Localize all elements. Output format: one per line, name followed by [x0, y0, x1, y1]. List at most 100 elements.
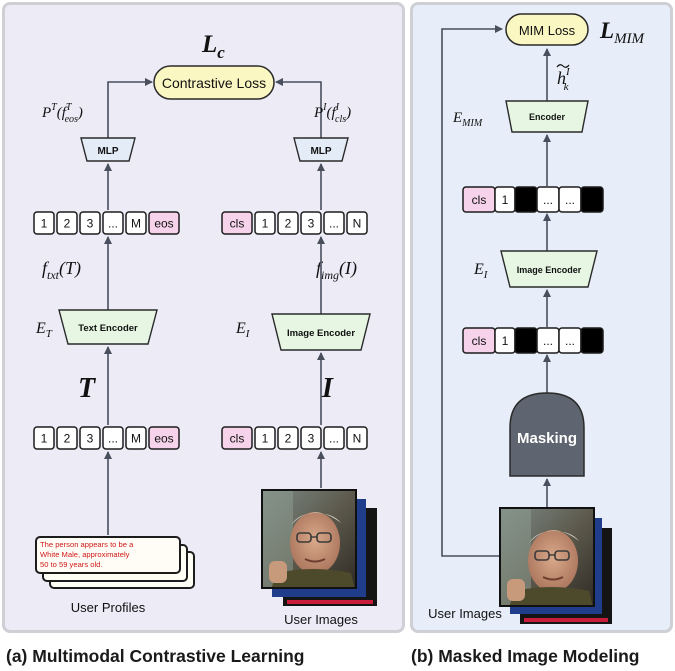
token-cell	[33, 426, 55, 450]
contrastive-loss-box	[153, 65, 275, 100]
user-image-stack-b	[499, 507, 612, 624]
t-symbol: T	[78, 373, 97, 404]
image-token-row-bottom: cls 1 2 3... N	[221, 426, 368, 450]
token-label: 2	[285, 217, 292, 231]
user-images-a-label: User Images	[284, 612, 358, 627]
token-cell	[300, 211, 322, 235]
user-image-stack-a	[261, 489, 377, 606]
user-images-b-label: User Images	[428, 606, 502, 621]
token-cell	[300, 426, 322, 450]
token-cell	[323, 426, 345, 450]
mim-loss-box	[505, 13, 589, 46]
token-cell	[346, 426, 368, 450]
token-label: M	[131, 432, 141, 446]
token-label: ...	[565, 334, 575, 348]
e-mim-label: EMIM	[452, 110, 483, 129]
token-label: ...	[108, 432, 118, 446]
token-label: 1	[502, 334, 509, 348]
mlp-text-label: MLP	[97, 146, 118, 157]
token-cell	[33, 211, 55, 235]
token-label: 3	[87, 217, 94, 231]
token-label: N	[353, 432, 362, 446]
token-label: 3	[308, 217, 315, 231]
caption-a: (a) Multimodal Contrastive Learning	[6, 646, 305, 666]
masked-token-row-bottom: cls 1......	[462, 327, 604, 354]
mim-encoder-label: Encoder	[529, 112, 566, 122]
masking-block	[509, 392, 585, 477]
tilde-mark	[556, 64, 570, 68]
token-label: cls	[472, 334, 487, 348]
token-cell	[56, 211, 78, 235]
token-label: 1	[262, 217, 269, 231]
masked-token-cell	[580, 186, 604, 213]
token-cell	[79, 211, 101, 235]
token-cell	[56, 426, 78, 450]
arrow-images-to-mim-loss	[441, 25, 545, 557]
mlp-text-box	[80, 137, 136, 162]
loss-mim-label: LMIM	[599, 18, 646, 47]
user-photo-b	[500, 508, 594, 608]
token-label: 3	[308, 432, 315, 446]
user-photo-a	[262, 490, 356, 590]
profile-text: The person appears to be a White Male, a…	[40, 540, 135, 569]
contrastive-loss-label: Contrastive Loss	[162, 75, 266, 91]
token-label: ...	[543, 193, 553, 207]
user-profile-cards: The person appears to be a White Male, a…	[35, 536, 195, 589]
token-cell	[221, 426, 253, 450]
token-label: ...	[543, 334, 553, 348]
token-cell	[148, 211, 180, 235]
token-label: ...	[108, 217, 118, 231]
token-label: eos	[154, 217, 173, 231]
token-label: 1	[41, 432, 48, 446]
e-i-b-label: EI	[473, 261, 489, 281]
token-label: 1	[502, 193, 509, 207]
token-cell	[102, 426, 124, 450]
e-i-label: EI	[235, 320, 251, 340]
token-label: 1	[262, 432, 269, 446]
mlp-image-box	[293, 137, 349, 162]
f-img-label: fimg(I)	[316, 258, 357, 282]
masking-label: Masking	[517, 430, 577, 447]
token-cell	[125, 426, 147, 450]
image-encoder-a-box	[271, 313, 371, 351]
token-label: cls	[230, 432, 245, 446]
token-label: ...	[329, 217, 339, 231]
image-encoder-a-label: Image Encoder	[287, 328, 355, 339]
image-encoder-b-label: Image Encoder	[517, 265, 582, 275]
mlp-image-label: MLP	[310, 146, 331, 157]
token-cell	[148, 426, 180, 450]
token-label: cls	[230, 217, 245, 231]
token-cell	[323, 211, 345, 235]
token-cell	[221, 211, 253, 235]
token-label: 2	[285, 432, 292, 446]
token-label: cls	[472, 193, 487, 207]
f-txt-label: ftxt(T)	[42, 258, 81, 282]
token-cell	[277, 426, 299, 450]
token-cell	[277, 211, 299, 235]
caption-b: (b) Masked Image Modeling	[411, 646, 640, 666]
mim-encoder-box	[505, 100, 589, 133]
token-cell	[346, 211, 368, 235]
e-t-label: ET	[35, 320, 53, 340]
token-label: M	[131, 217, 141, 231]
token-label: 1	[41, 217, 48, 231]
token-cell	[254, 211, 276, 235]
text-encoder-label: Text Encoder	[78, 323, 138, 334]
token-label: ...	[565, 193, 575, 207]
image-encoder-b-box	[500, 250, 598, 288]
token-cell	[254, 426, 276, 450]
user-profiles-label: User Profiles	[71, 600, 146, 615]
user-profile-card-front	[35, 536, 181, 574]
masked-token-cell	[514, 186, 538, 213]
token-label: ...	[329, 432, 339, 446]
token-label: 2	[64, 432, 71, 446]
